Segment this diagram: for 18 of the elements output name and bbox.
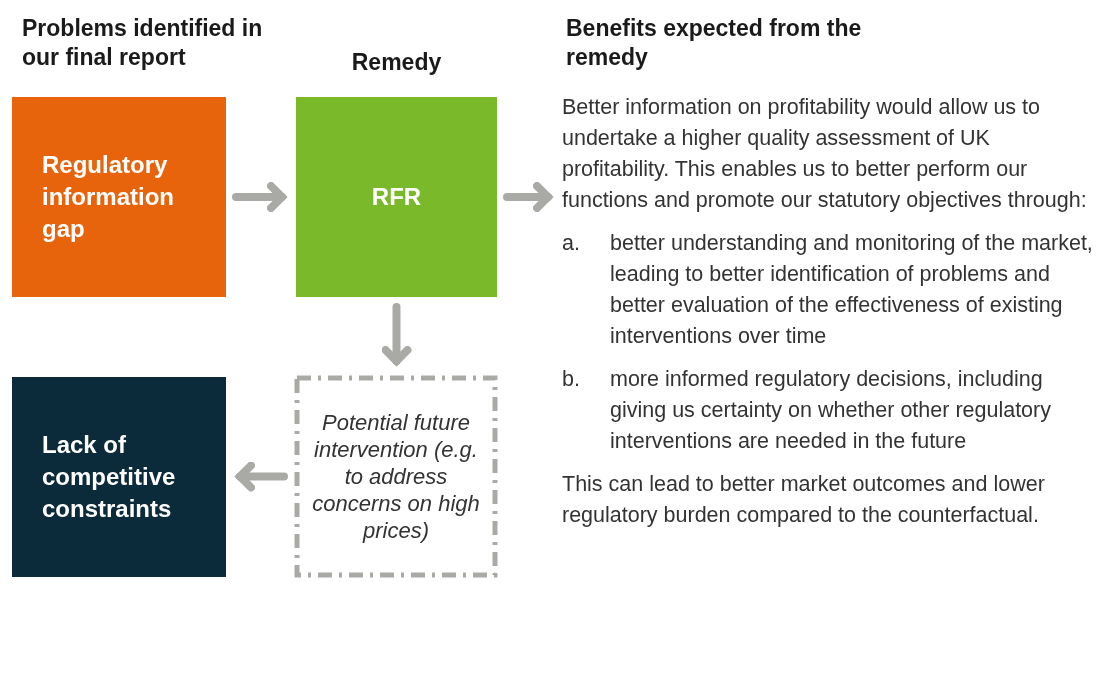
list-marker: a.: [562, 230, 581, 257]
paragraph: Better information on profitability would allow us to undertake a higher quality assessment of UK profitability. This enables us to better perform our functions and promote our statutory objectives through:: [562, 94, 1088, 214]
arrow: [232, 182, 286, 212]
list-item-text: more informed regulatory decisions, including giving us certainty on whether other regulatory interventions are needed in the future: [610, 366, 1052, 455]
column-heading: Problems identified in our final report: [22, 14, 264, 72]
column-heading: Remedy: [350, 48, 443, 77]
process-box: Regulatory information gap: [12, 97, 226, 297]
arrow: [236, 461, 288, 492]
arrow: [503, 182, 552, 212]
paragraph: This can lead to better market outcomes and lower regulatory burden compared to the counterfactual.: [562, 471, 1046, 529]
list-item-text: better understanding and monitoring of the market, leading to better identification of problems and better evaluation of the effectiveness of existing interventions over time: [610, 230, 1094, 350]
process-box: Lack of competitive constraints: [12, 377, 226, 577]
dashed-box: [294, 375, 498, 578]
process-box: RFR: [296, 97, 497, 297]
arrow: [381, 303, 412, 365]
list-marker: b.: [562, 366, 581, 393]
column-heading: Benefits expected from the remedy: [566, 14, 863, 72]
box-text: Potential future intervention (e.g. to address concerns on high prices): [311, 409, 481, 544]
